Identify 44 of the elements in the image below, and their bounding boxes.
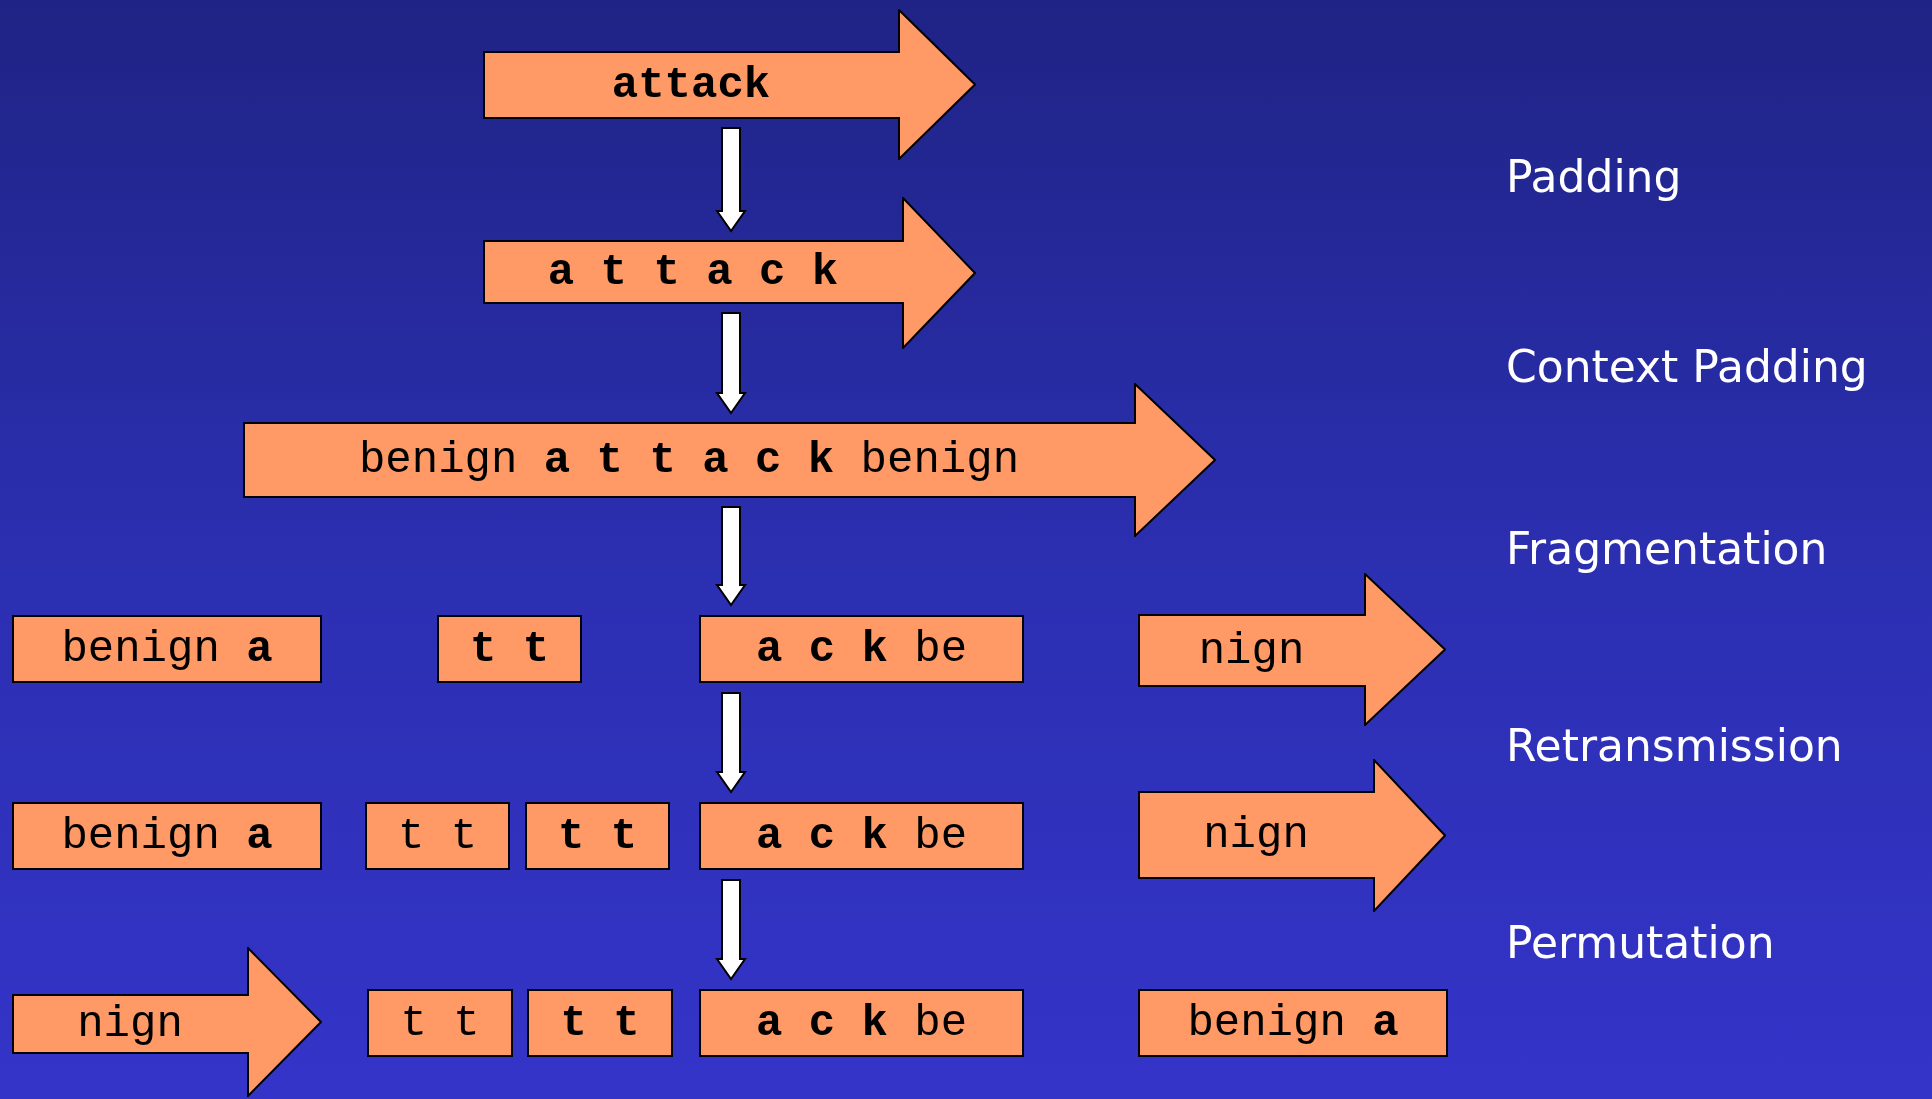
packet-text: nign [1197, 624, 1306, 678]
step-label: Permutation [1506, 916, 1775, 968]
packet-box [1138, 989, 1448, 1057]
packet-text: nign [76, 998, 184, 1051]
packet-text: benign a [1186, 997, 1400, 1050]
packet-text: t t [559, 997, 641, 1050]
step-label: Retransmission [1506, 719, 1843, 771]
arrow-shape [1138, 573, 1446, 726]
packet-box [699, 989, 1024, 1057]
down-arrow [715, 879, 747, 981]
packet-text: benign a [60, 810, 274, 863]
packet-text: t t [468, 623, 551, 676]
packet-text: t t [396, 810, 479, 863]
packet-text: a c k be [754, 997, 969, 1050]
packet-text: nign [1202, 809, 1310, 862]
down-arrow [715, 127, 747, 233]
packet-box [12, 802, 322, 870]
packet-box [525, 802, 670, 870]
packet-text: t t [556, 810, 639, 863]
down-arrow [715, 312, 747, 415]
arrow-shape [243, 383, 1216, 537]
arrow-shape [483, 197, 976, 349]
packet-text: a t t a c k [546, 246, 840, 299]
packet-text: a c k be [754, 810, 969, 863]
packet-box [437, 615, 582, 683]
step-label: Fragmentation [1506, 522, 1828, 574]
packet-text: attack [610, 59, 772, 112]
packet-box [699, 802, 1024, 870]
arrow-shape [12, 947, 322, 1097]
arrow-shape [1138, 759, 1446, 912]
packet-box [365, 802, 510, 870]
packet-box [527, 989, 673, 1057]
step-label: Padding [1506, 150, 1682, 202]
step-label: Context Padding [1506, 340, 1868, 392]
packet-text: benign a [60, 623, 274, 676]
packet-text: t t [399, 997, 481, 1050]
down-arrow [715, 692, 747, 794]
arrow-shape [483, 9, 976, 160]
down-arrow [715, 506, 747, 607]
packet-text: a c k be [754, 623, 969, 676]
packet-box [12, 615, 322, 683]
packet-text: benign a t t a c k benign [357, 434, 1021, 487]
packet-box [367, 989, 513, 1057]
packet-box [699, 615, 1024, 683]
